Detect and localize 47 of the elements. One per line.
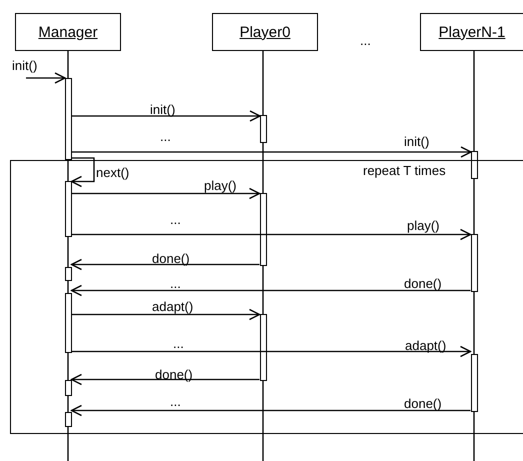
message-arrow [70, 284, 470, 296]
message-arrow [26, 72, 66, 84]
message-arrow [70, 374, 260, 386]
message-arrow [72, 146, 472, 158]
activation-bar [64, 380, 72, 396]
activation-bar [65, 78, 72, 160]
loop-frame [10, 160, 523, 434]
message-label: adapt() [405, 338, 446, 353]
message-label: done() [155, 367, 193, 382]
message-label: init() [150, 102, 176, 117]
participant-box: Player0 [212, 13, 318, 51]
message-arrow [72, 188, 260, 200]
activation-bar [64, 266, 72, 280]
activation-bar [260, 115, 267, 143]
ellipsis-text: ... [170, 212, 181, 227]
message-label: play() [204, 178, 237, 193]
message-label: init() [12, 58, 38, 73]
ellipsis-text: ... [360, 33, 371, 48]
message-label: next() [96, 165, 130, 180]
self-message-arrow [70, 157, 95, 188]
activation-bar [471, 151, 478, 179]
message-label: done() [152, 251, 190, 266]
activation-bar [470, 354, 478, 412]
frame-label: repeat T times [363, 163, 446, 178]
ellipsis-text: ... [173, 336, 184, 351]
message-arrow [70, 258, 260, 270]
activation-bar [470, 234, 478, 292]
activation-bar [64, 412, 72, 426]
activation-bar [260, 192, 266, 266]
message-arrow [70, 404, 470, 416]
message-label: done() [404, 276, 442, 291]
message-label: init() [404, 134, 430, 149]
message-arrow [72, 110, 261, 122]
message-label: done() [404, 396, 442, 411]
participant-box: PlayerN-1 [420, 13, 523, 51]
message-label: play() [407, 218, 440, 233]
ellipsis-text: ... [170, 394, 181, 409]
message-arrow [72, 228, 472, 240]
activation-bar [260, 314, 266, 380]
ellipsis-text: ... [160, 129, 171, 144]
participant-box: Manager [15, 13, 121, 51]
message-arrow [72, 308, 260, 320]
message-arrow [72, 346, 472, 358]
activation-bar [64, 292, 72, 352]
ellipsis-text: ... [170, 276, 181, 291]
message-label: adapt() [152, 299, 194, 314]
activation-bar [64, 180, 72, 236]
